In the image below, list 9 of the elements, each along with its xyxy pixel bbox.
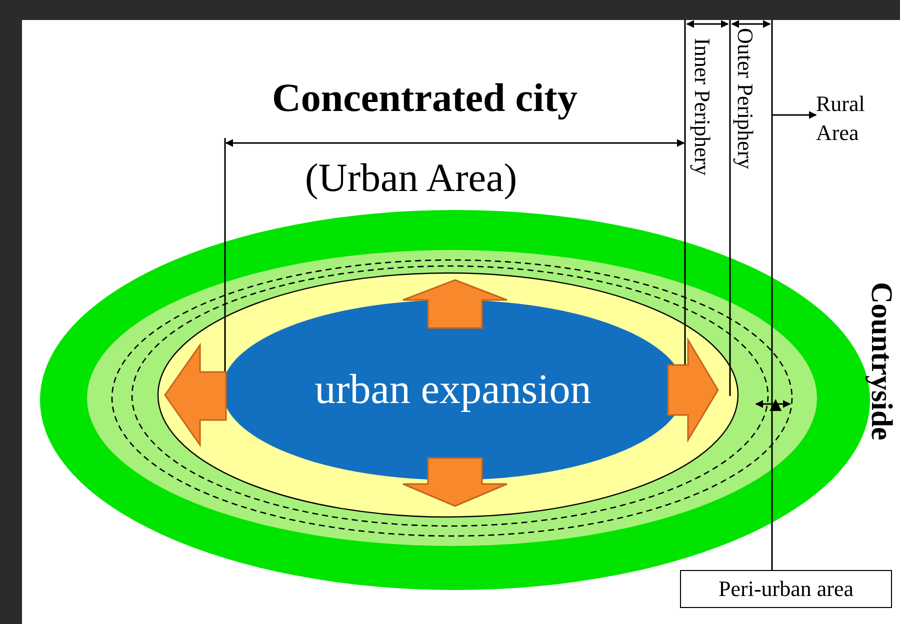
zone-label: Inner Periphery bbox=[691, 38, 713, 176]
zone-label: Rural Area bbox=[816, 84, 896, 154]
title-text: Concentrated city bbox=[272, 78, 578, 118]
callout-box: Peri-urban area bbox=[680, 570, 892, 608]
zone-label: Outer Periphery bbox=[734, 28, 756, 170]
zone-label: Countryside bbox=[866, 282, 896, 440]
arrow bbox=[772, 111, 817, 119]
leader-line bbox=[770, 399, 782, 570]
subtitle-text: (Urban Area) bbox=[305, 158, 518, 198]
